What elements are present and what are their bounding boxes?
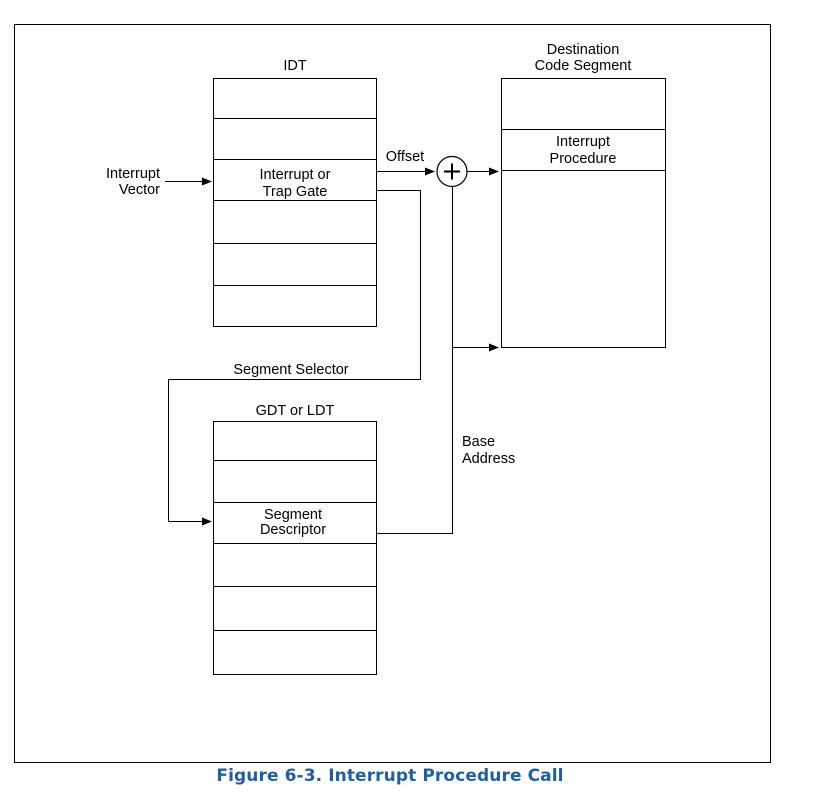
idt-table: IDT Interrupt or Trap Gate xyxy=(213,58,377,327)
segment-selector-path: Segment Selector xyxy=(168,190,421,526)
destination-code-segment: Destination Code Segment Interrupt Proce… xyxy=(501,42,666,348)
descriptor-label-line1: Segment xyxy=(264,507,322,523)
gdt-title: GDT or LDT xyxy=(256,403,335,419)
base-address-line2: Address xyxy=(462,451,515,467)
idt-title: IDT xyxy=(283,58,307,74)
offset-path: Offset xyxy=(376,149,435,176)
gate-label-line2: Trap Gate xyxy=(263,184,328,200)
gdt-ldt-table: GDT or LDT Segment Descriptor xyxy=(213,403,377,675)
gate-label-line1: Interrupt or xyxy=(260,167,331,183)
base-address-line xyxy=(376,187,453,534)
descriptor-label-line2: Descriptor xyxy=(260,522,326,538)
offset-label: Offset xyxy=(386,149,424,165)
interrupt-vector: Interrupt Vector xyxy=(106,166,212,198)
figure-caption: Figure 6-3. Interrupt Procedure Call xyxy=(216,766,564,786)
destination-title-line2: Code Segment xyxy=(535,58,632,74)
destination-segment-outline xyxy=(501,78,666,348)
adder xyxy=(436,155,499,188)
procedure-label-line1: Interrupt xyxy=(556,134,610,150)
gdt-table-outline xyxy=(213,421,377,675)
segment-selector-line xyxy=(168,190,421,526)
base-address-line1: Base xyxy=(462,434,495,450)
procedure-label-line2: Procedure xyxy=(550,151,617,167)
segment-selector-label: Segment Selector xyxy=(233,362,348,378)
idt-table-outline xyxy=(213,78,377,327)
base-address-path: Base Address xyxy=(376,187,515,534)
interrupt-vector-line1: Interrupt xyxy=(106,166,160,182)
figure-frame xyxy=(14,24,771,763)
interrupt-vector-line2: Vector xyxy=(119,182,160,198)
destination-title-line1: Destination xyxy=(547,42,620,58)
